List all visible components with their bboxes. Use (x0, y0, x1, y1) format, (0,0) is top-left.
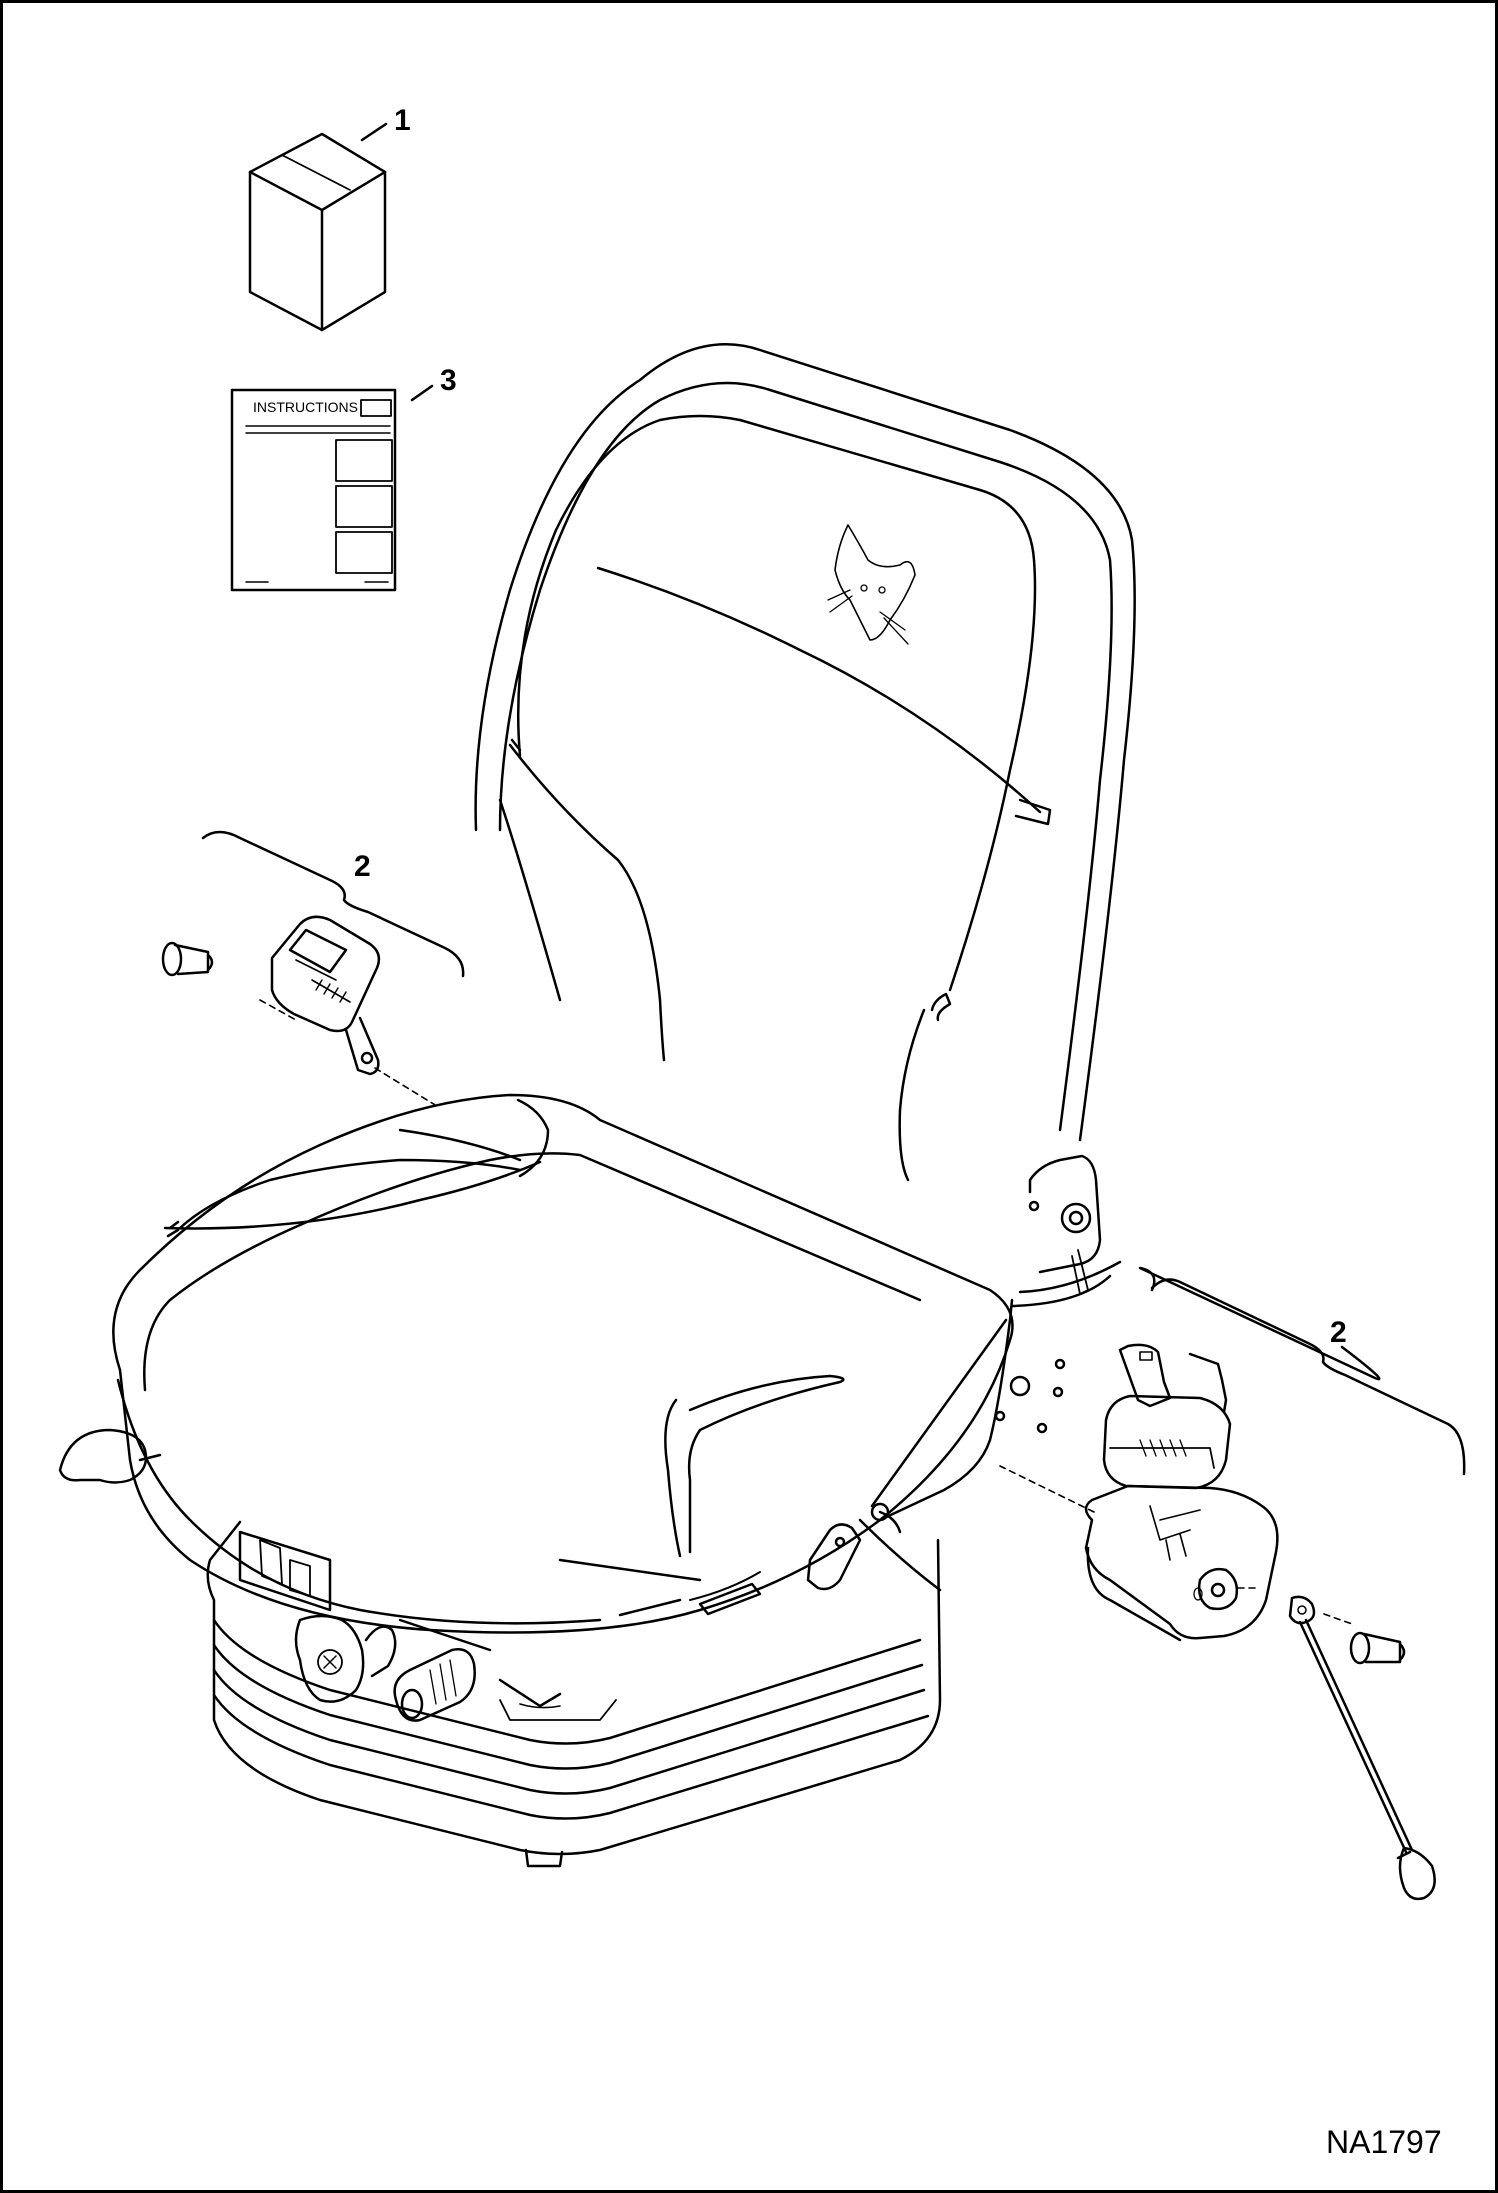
suspension-base (206, 1520, 942, 1868)
group-bracket-right (1138, 1266, 1381, 1381)
callout-item-2-right: 2 (1330, 1316, 1347, 1349)
seat-cushion (58, 1093, 1014, 1634)
right-seatbelt-buckle (999, 1343, 1279, 1642)
group-bracket-right-main (1150, 1278, 1466, 1476)
instructions-sheet (230, 388, 397, 592)
callout-item-3: 3 (440, 364, 457, 397)
leader-line-item3 (410, 384, 434, 402)
right-bolt-tether (1288, 1595, 1436, 1901)
leader-line-item1 (360, 122, 388, 142)
parts-box (248, 132, 387, 332)
left-seatbelt-retractor (161, 915, 441, 1109)
callout-item-1: 1 (394, 104, 411, 137)
figure-id-label: NA1797 (1326, 2124, 1442, 2160)
callout-item-2-left: 2 (354, 850, 371, 883)
instructions-header: INSTRUCTIONS (253, 399, 358, 415)
group-bracket-left (201, 830, 465, 978)
seat-back (474, 343, 1136, 1142)
